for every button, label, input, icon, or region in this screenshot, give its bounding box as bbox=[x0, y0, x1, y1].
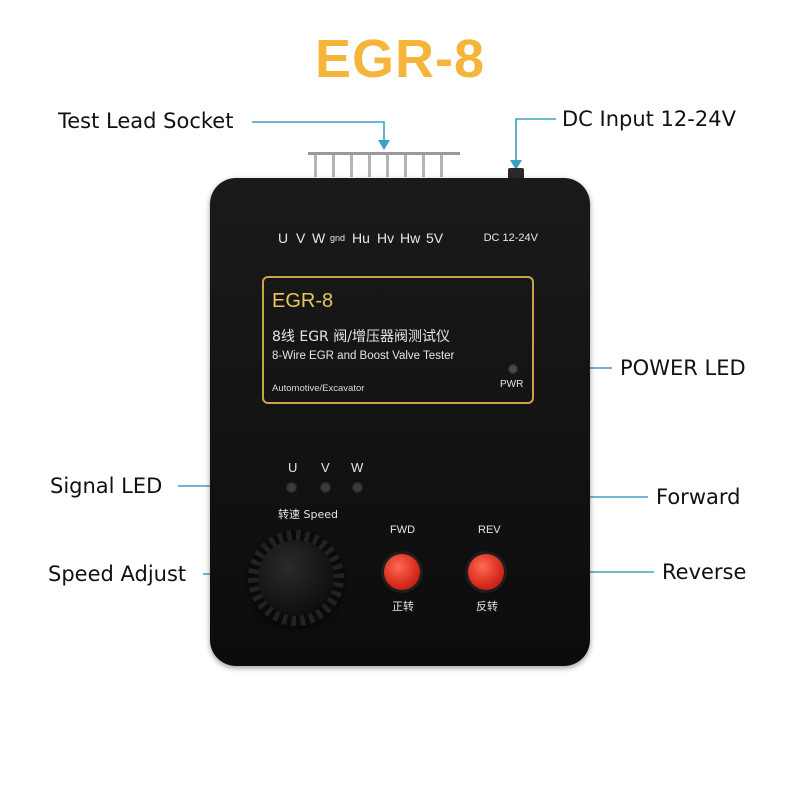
callout-dc-input: DC Input 12-24V bbox=[562, 107, 736, 131]
power-led bbox=[508, 364, 518, 374]
pin-label-hu: Hu bbox=[352, 230, 370, 246]
pin-label-5v: 5V bbox=[426, 230, 444, 246]
panel-application: Automotive/Excavator bbox=[272, 383, 365, 394]
panel-title-cn: 8线 EGR 阀/增压器阀测试仪 bbox=[272, 329, 450, 345]
pin-label-u: U bbox=[278, 230, 289, 246]
test-lead-line bbox=[252, 121, 385, 146]
dc-input-jack bbox=[508, 168, 524, 180]
test-lead-socket-pins bbox=[308, 152, 460, 177]
speed-adjust-knob[interactable] bbox=[248, 530, 344, 626]
callout-reverse: Reverse bbox=[662, 560, 747, 584]
dc-input-line bbox=[515, 118, 556, 166]
reverse-button[interactable] bbox=[468, 554, 504, 590]
pin-label-hw: Hw bbox=[400, 230, 421, 246]
signal-led-label-u: U bbox=[288, 460, 298, 475]
tester-device: U V W gnd Hu Hv Hw 5V DC 12-24V EGR-8 8线… bbox=[210, 178, 590, 666]
pin-label-v: V bbox=[296, 230, 306, 246]
signal-led-w bbox=[352, 482, 363, 493]
signal-led-v bbox=[320, 482, 331, 493]
callout-signal-led: Signal LED bbox=[50, 474, 163, 498]
callout-speed-adjust: Speed Adjust bbox=[48, 562, 187, 586]
rev-label: REV bbox=[478, 524, 501, 536]
pin-label-hv: Hv bbox=[377, 230, 395, 246]
pin-label-gnd: gnd bbox=[330, 233, 346, 243]
signal-led-label-v: V bbox=[321, 460, 330, 475]
fwd-label-cn: 正转 bbox=[392, 600, 414, 613]
callout-test-lead-socket: Test Lead Socket bbox=[58, 109, 234, 133]
fwd-label: FWD bbox=[390, 524, 416, 536]
knob-cap bbox=[258, 540, 334, 616]
panel-model: EGR-8 bbox=[272, 290, 334, 312]
signal-led-label-w: W bbox=[351, 460, 364, 475]
speed-label: 转速 Speed bbox=[278, 508, 338, 521]
panel-title-en: 8-Wire EGR and Boost Valve Tester bbox=[272, 350, 455, 362]
product-title: EGR-8 bbox=[314, 29, 486, 89]
signal-led-u bbox=[286, 482, 297, 493]
pin-label-w: W bbox=[312, 230, 326, 246]
forward-button[interactable] bbox=[384, 554, 420, 590]
dc-rating-label: DC 12-24V bbox=[483, 232, 538, 244]
callout-power-led: POWER LED bbox=[620, 356, 746, 380]
pwr-label: PWR bbox=[500, 379, 524, 390]
label-panel: EGR-8 8线 EGR 阀/增压器阀测试仪 8-Wire EGR and Bo… bbox=[262, 276, 534, 404]
rev-label-cn: 反转 bbox=[476, 600, 498, 613]
callout-forward: Forward bbox=[656, 485, 741, 509]
